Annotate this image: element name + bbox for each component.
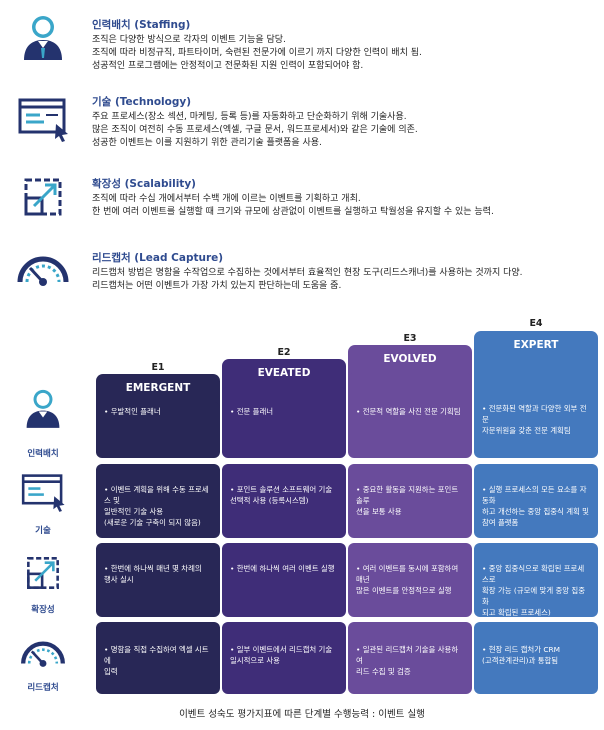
stage-code-e4: E4 — [529, 318, 543, 329]
figure-caption: 이벤트 성숙도 평가지표에 따른 단계별 수행능력 : 이벤트 실행 — [179, 709, 425, 720]
cell-scalability-e1: • 한번에 하나씩 매년 몇 차례의 행사 실시 — [96, 543, 220, 617]
cell-technology-e1: • 이벤트 계획을 위해 수동 프로세스 및 일반적인 기술 사용 (새로운 기… — [96, 464, 220, 538]
stage-code-e2: E2 — [277, 347, 291, 358]
cell-technology-e3: • 중요한 활동을 지원하는 포인트 솔루 션을 보통 사용 — [348, 464, 472, 538]
browser-window-icon — [18, 470, 68, 514]
cell-lead-capture-e4: • 현장 리드 캡처가 CRM (고객관계관리)과 통합됨 — [474, 622, 598, 694]
row-label-scalability: 확장성 — [31, 605, 55, 615]
scale-arrow-icon — [18, 551, 68, 595]
cell-technology-e2: • 포인트 솔루션 소프트웨어 기술 선택적 사용 (등록시스템) — [222, 464, 346, 538]
cell-scalability-e2: • 한번에 하나씩 여러 이벤트 실행 — [222, 543, 346, 617]
staff-person-icon — [18, 386, 68, 430]
section-body: 리드캡처 방법은 명함을 수작업으로 수집하는 것에서부터 효율적인 현장 도구… — [92, 268, 523, 291]
cell-lead-capture-e2: • 일부 이벤트에서 리드캡처 기술 일시적으로 사용 — [222, 622, 346, 694]
cell-staffing-e2: • 전문 플래너 — [222, 387, 346, 458]
cell-technology-e4: • 실행 프로세스의 모든 요소를 자동화 하고 개선하는 중앙 집중식 계획 … — [474, 464, 598, 538]
row-label-staffing: 인력배치 — [27, 449, 59, 459]
cell-scalability-e3: • 여러 이벤트를 동시에 포함하여 매년 많은 이벤트를 안정적으로 실행 — [348, 543, 472, 617]
stage-code-e3: E3 — [403, 333, 417, 344]
scale-arrow-icon — [14, 172, 72, 222]
gauge-icon — [18, 632, 68, 676]
section-title: 기술 (Technology) — [92, 96, 192, 108]
cell-staffing-e1: • 우발적인 플래너 — [96, 402, 220, 458]
section-body: 조직은 다양한 방식으로 각자의 이벤트 기능을 담당. 조직에 따라 비정규직… — [92, 35, 422, 71]
section-title: 인력배치 (Staffing) — [92, 19, 191, 31]
cell-scalability-e4: • 중앙 집중식으로 확립된 프로세스로 확장 가능 (규모에 맞게 중앙 집중… — [474, 543, 598, 617]
gauge-icon — [14, 246, 72, 296]
section-title: 확장성 (Scalability) — [92, 178, 196, 190]
cell-staffing-e3: • 전문적 역할을 사진 전문 기획팀 — [348, 373, 472, 458]
browser-window-icon — [14, 94, 72, 144]
section-body: 조직에 따라 수십 개에서부터 수백 개에 이르는 이벤트를 기획하고 개최. … — [92, 194, 494, 217]
cell-lead-capture-e1: • 명함을 직접 수집하여 엑셀 시트에 입력 — [96, 622, 220, 694]
row-label-technology: 기술 — [35, 526, 51, 536]
cell-lead-capture-e3: • 일관된 리드캡처 기술을 사용하여 리드 수집 및 검증 — [348, 622, 472, 694]
section-title: 리드캡처 (Lead Capture) — [92, 252, 224, 264]
section-body: 주요 프로세스(장소 섹션, 마케팅, 등록 등)를 자동화하고 단순화하기 위… — [92, 112, 418, 148]
staff-person-icon — [14, 12, 72, 62]
cell-staffing-e4: • 전문화된 역할과 다양한 외부 전문 자문위원을 갖춘 전문 계획팀 — [474, 359, 598, 458]
row-label-lead-capture: 리드캡처 — [27, 683, 59, 693]
stage-code-e1: E1 — [151, 362, 165, 373]
